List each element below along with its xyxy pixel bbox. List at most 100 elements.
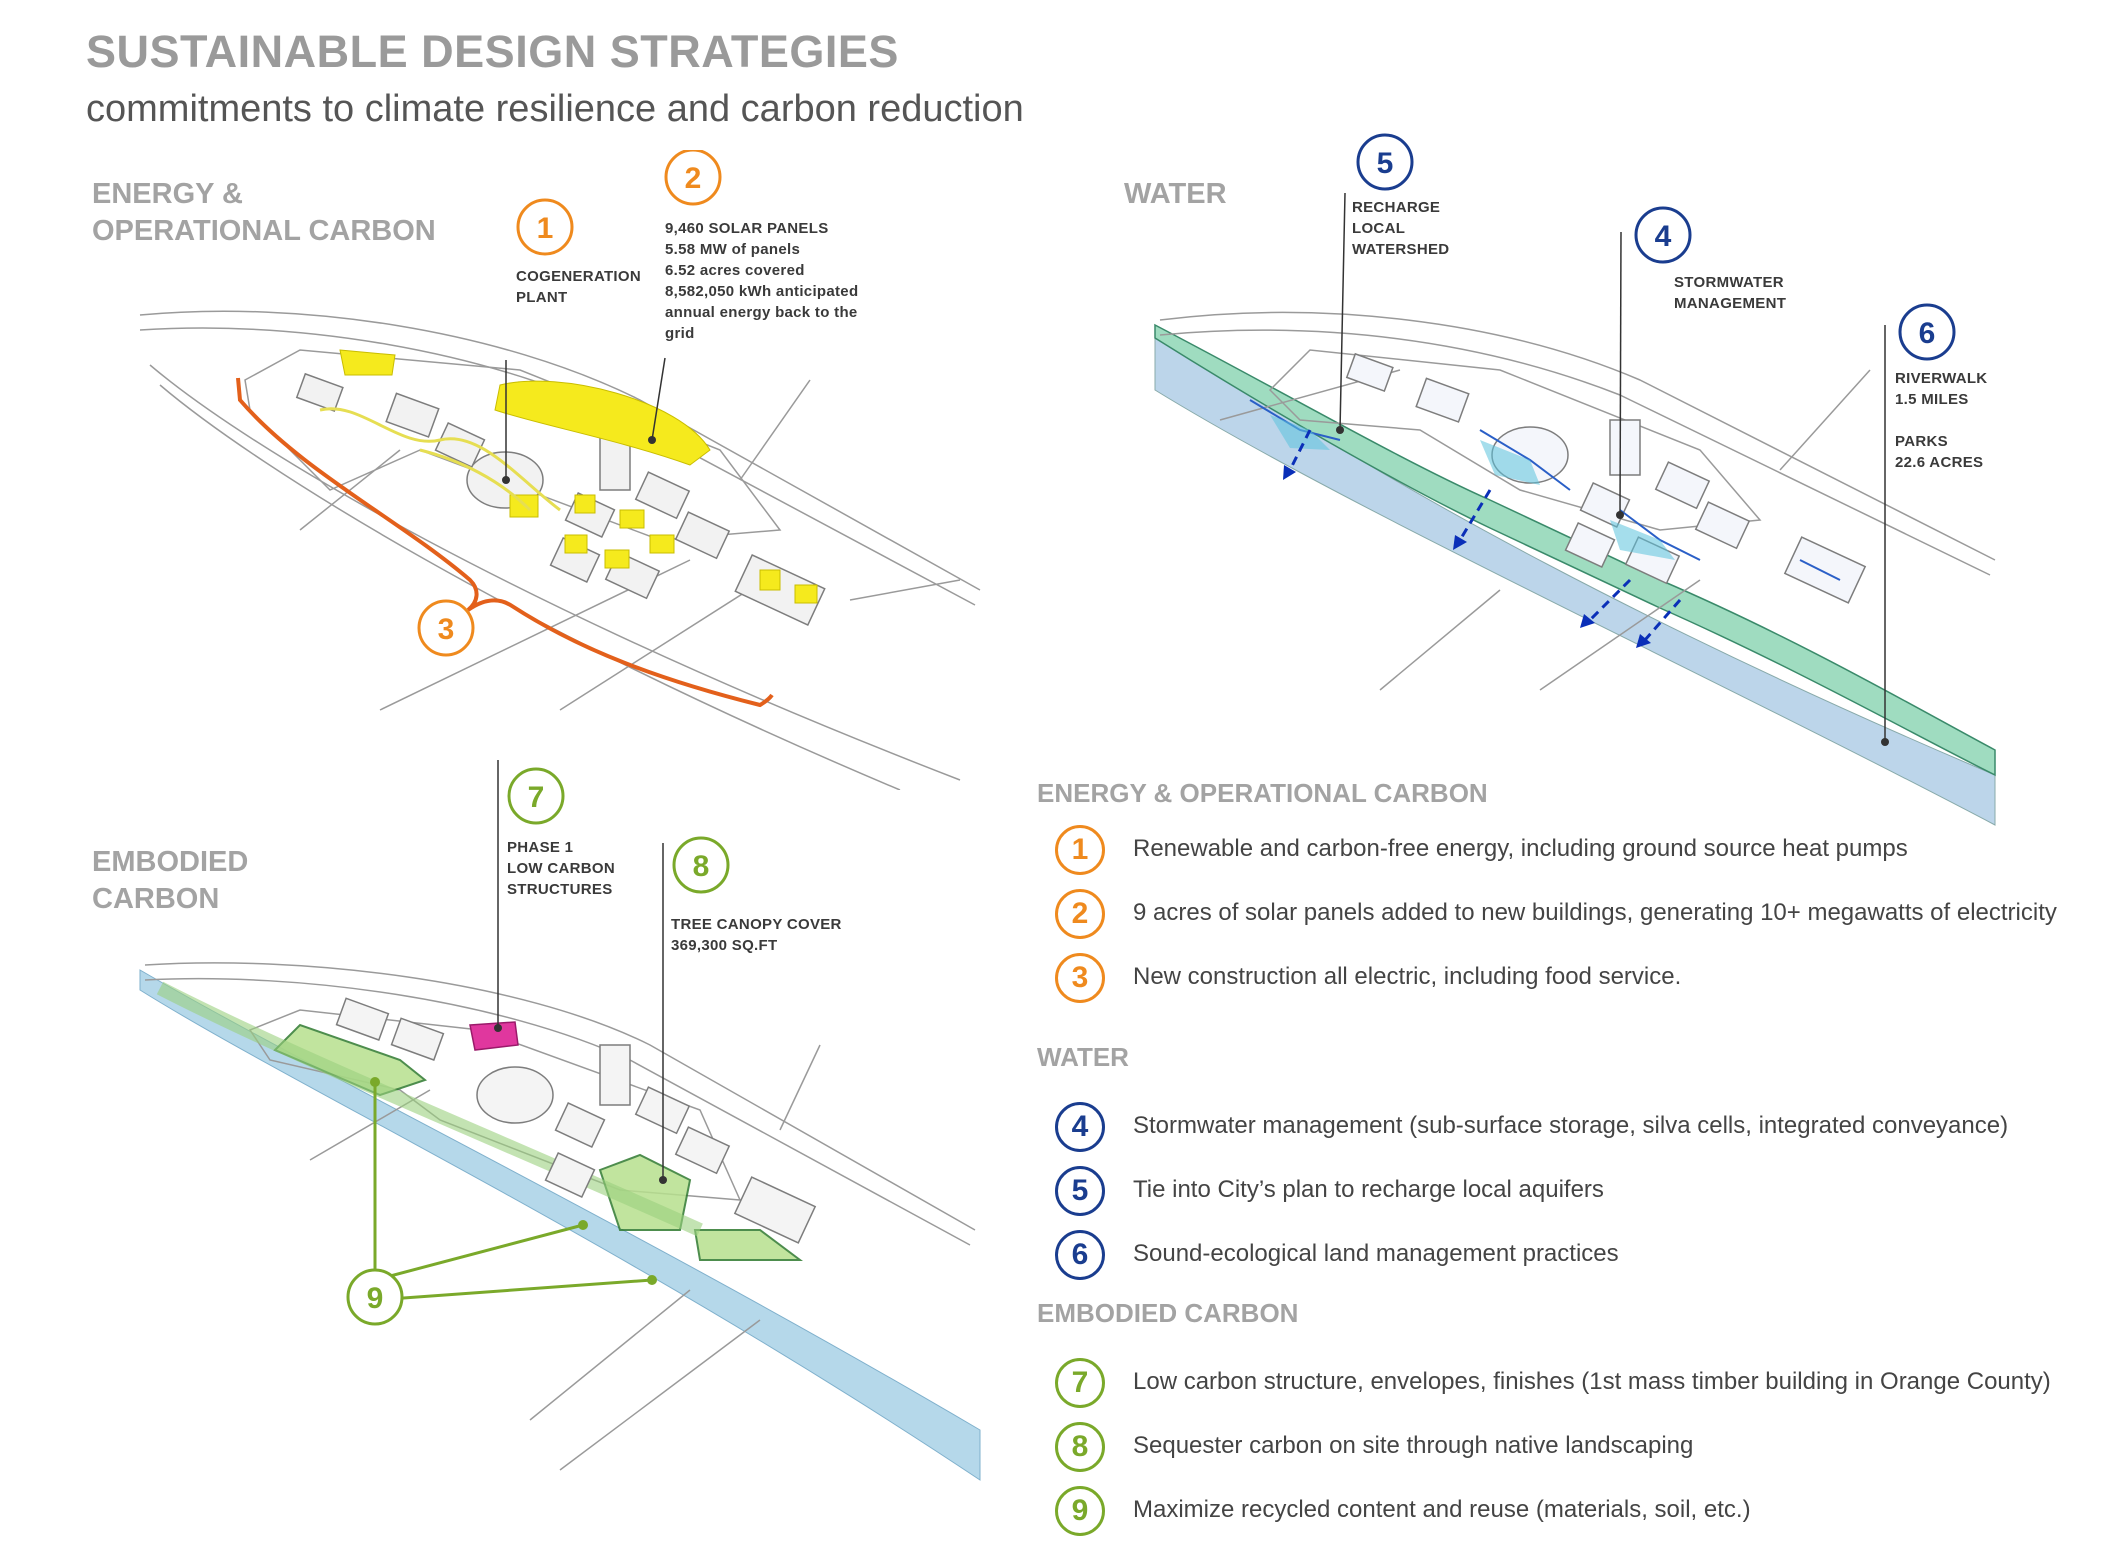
svg-text:1: 1 xyxy=(537,212,554,245)
legend-item-6: 6 Sound-ecological land management pract… xyxy=(1055,1230,2095,1288)
note-line: annual energy back to the xyxy=(665,304,858,321)
legend-text-1: Renewable and carbon-free energy, includ… xyxy=(1133,835,1908,862)
note-line: 8,582,050 kWh anticipated xyxy=(665,283,859,300)
marker-6: 6 xyxy=(1898,303,1956,361)
note-line: COGENERATION xyxy=(516,268,641,285)
svg-text:7: 7 xyxy=(528,781,545,814)
legend-badge-9: 9 xyxy=(1055,1486,1105,1536)
all-electric-boundary xyxy=(236,377,774,708)
embodied-leader-lines xyxy=(497,760,664,1180)
legend-item-3: 3 New construction all electric, includi… xyxy=(1055,953,2095,1011)
marker-9: 9 xyxy=(346,1268,404,1326)
legend-heading-water: WATER xyxy=(1037,1042,1129,1072)
legend-text-6: Sound-ecological land management practic… xyxy=(1133,1240,1619,1267)
note-line: STORMWATER xyxy=(1674,274,1784,291)
marker-1: 1 xyxy=(516,198,574,256)
legend-badge-4: 4 xyxy=(1055,1102,1105,1152)
energy-panel-heading: ENERGY & OPERATIONAL CARBON xyxy=(92,176,436,250)
note-line: 9,460 SOLAR PANELS xyxy=(665,220,829,237)
legend-heading-energy: ENERGY & OPERATIONAL CARBON xyxy=(1037,778,1488,808)
flow-arrows xyxy=(1288,429,1682,641)
legend-badge-2: 2 xyxy=(1055,889,1105,939)
page-subtitle: commitments to climate resilience and ca… xyxy=(86,88,1024,130)
solar-panel-roofs xyxy=(339,349,818,604)
note-line: STRUCTURES xyxy=(507,881,613,898)
embodied-panel-heading: EMBODIED CARBON xyxy=(92,844,248,918)
legend-item-9: 9 Maximize recycled content and reuse (m… xyxy=(1055,1486,2095,1544)
svg-text:9: 9 xyxy=(367,1282,384,1315)
note-line: RECHARGE xyxy=(1352,199,1441,216)
water-leader-lines xyxy=(1339,192,1886,742)
svg-text:8: 8 xyxy=(693,850,710,883)
legend-badge-6: 6 xyxy=(1055,1230,1105,1280)
note-stormwater: STORMWATER MANAGEMENT xyxy=(1674,272,1786,314)
note-recharge-watershed: RECHARGE LOCAL WATERSHED xyxy=(1352,197,1449,260)
legend-text-2: 9 acres of solar panels added to new bui… xyxy=(1133,899,2057,926)
note-line: 22.6 ACRES xyxy=(1895,454,1984,471)
legend-item-5: 5 Tie into City’s plan to recharge local… xyxy=(1055,1166,2095,1224)
legend-text-5: Tie into City’s plan to recharge local a… xyxy=(1133,1176,1604,1203)
note-line: 6.52 acres covered xyxy=(665,262,805,279)
legend-badge-7: 7 xyxy=(1055,1358,1105,1408)
marker-2: 2 xyxy=(664,150,722,206)
svg-text:3: 3 xyxy=(438,613,455,646)
note-solar-panels: 9,460 SOLAR PANELS 5.58 MW of panels 6.5… xyxy=(665,218,858,344)
energy-heading-line2: OPERATIONAL CARBON xyxy=(92,215,436,247)
legend-item-1: 1 Renewable and carbon-free energy, incl… xyxy=(1055,825,2095,883)
energy-heading-line1: ENERGY & xyxy=(92,178,243,210)
note-line: RIVERWALK xyxy=(1895,370,1988,387)
marker-5: 5 xyxy=(1356,133,1414,191)
legend-item-7: 7 Low carbon structure, envelopes, finis… xyxy=(1055,1358,2095,1416)
energy-leader-lines xyxy=(505,357,666,480)
stormwater-fill xyxy=(1270,415,1675,560)
legend-badge-3: 3 xyxy=(1055,953,1105,1003)
svg-text:5: 5 xyxy=(1377,147,1394,180)
legend-text-3: New construction all electric, including… xyxy=(1133,963,1682,990)
note-line: WATERSHED xyxy=(1352,241,1450,258)
note-line: LOCAL xyxy=(1352,220,1406,237)
note-low-carbon-structures: PHASE 1 LOW CARBON STRUCTURES xyxy=(507,837,615,900)
legend-text-8: Sequester carbon on site through native … xyxy=(1133,1432,1694,1459)
marker-8: 8 xyxy=(672,836,730,894)
note-line: TREE CANOPY COVER xyxy=(671,916,842,933)
note-line: PARKS xyxy=(1895,433,1948,450)
svg-text:6: 6 xyxy=(1919,317,1936,350)
note-line: PHASE 1 xyxy=(507,839,574,856)
note-riverwalk-parks: RIVERWALK 1.5 MILES PARKS 22.6 ACRES xyxy=(1895,368,1987,473)
embodied-heading-line1: EMBODIED xyxy=(92,846,249,878)
svg-text:4: 4 xyxy=(1655,220,1672,253)
page-title: SUSTAINABLE DESIGN STRATEGIES xyxy=(86,26,899,77)
recycled-leader-lines xyxy=(373,1082,653,1302)
embodied-site-diagram: 7 8 9 xyxy=(139,760,981,1481)
note-line: 5.58 MW of panels xyxy=(665,241,801,258)
legend-text-7: Low carbon structure, envelopes, finishe… xyxy=(1133,1368,2051,1395)
water-panel-heading: WATER xyxy=(1124,176,1227,213)
svg-text:2: 2 xyxy=(685,162,702,195)
legend-text-9: Maximize recycled content and reuse (mat… xyxy=(1133,1496,1751,1523)
note-line: LOW CARBON xyxy=(507,860,615,877)
riverside-landscape xyxy=(156,981,703,1237)
flow-arrowheads xyxy=(1283,465,1651,648)
marker-7: 7 xyxy=(507,767,565,825)
note-line: grid xyxy=(665,325,695,342)
marker-4: 4 xyxy=(1634,206,1692,264)
note-line: 369,300 SQ.FT xyxy=(671,937,778,954)
note-line: 1.5 MILES xyxy=(1895,391,1969,408)
legend-heading-embodied: EMBODIED CARBON xyxy=(1037,1298,1299,1328)
embodied-river xyxy=(139,969,981,1481)
water-site-linework xyxy=(1159,311,1996,691)
legend-badge-1: 1 xyxy=(1055,825,1105,875)
note-cogeneration-plant: COGENERATION PLANT xyxy=(516,266,641,308)
legend-badge-8: 8 xyxy=(1055,1422,1105,1472)
note-line: MANAGEMENT xyxy=(1674,295,1787,312)
legend-item-8: 8 Sequester carbon on site through nativ… xyxy=(1055,1422,2095,1480)
note-spacer xyxy=(1895,410,1987,431)
mass-timber-building xyxy=(469,1021,519,1051)
legend-badge-5: 5 xyxy=(1055,1166,1105,1216)
legend-item-4: 4 Stormwater management (sub-surface sto… xyxy=(1055,1102,2095,1160)
water-site-diagram: 5 4 6 xyxy=(1154,133,1996,826)
landscape-areas xyxy=(273,1023,803,1261)
energy-site-diagram: 1 2 3 xyxy=(139,150,981,790)
embodied-heading-line2: CARBON xyxy=(92,883,220,915)
note-tree-canopy: TREE CANOPY COVER 369,300 SQ.FT xyxy=(671,914,842,956)
